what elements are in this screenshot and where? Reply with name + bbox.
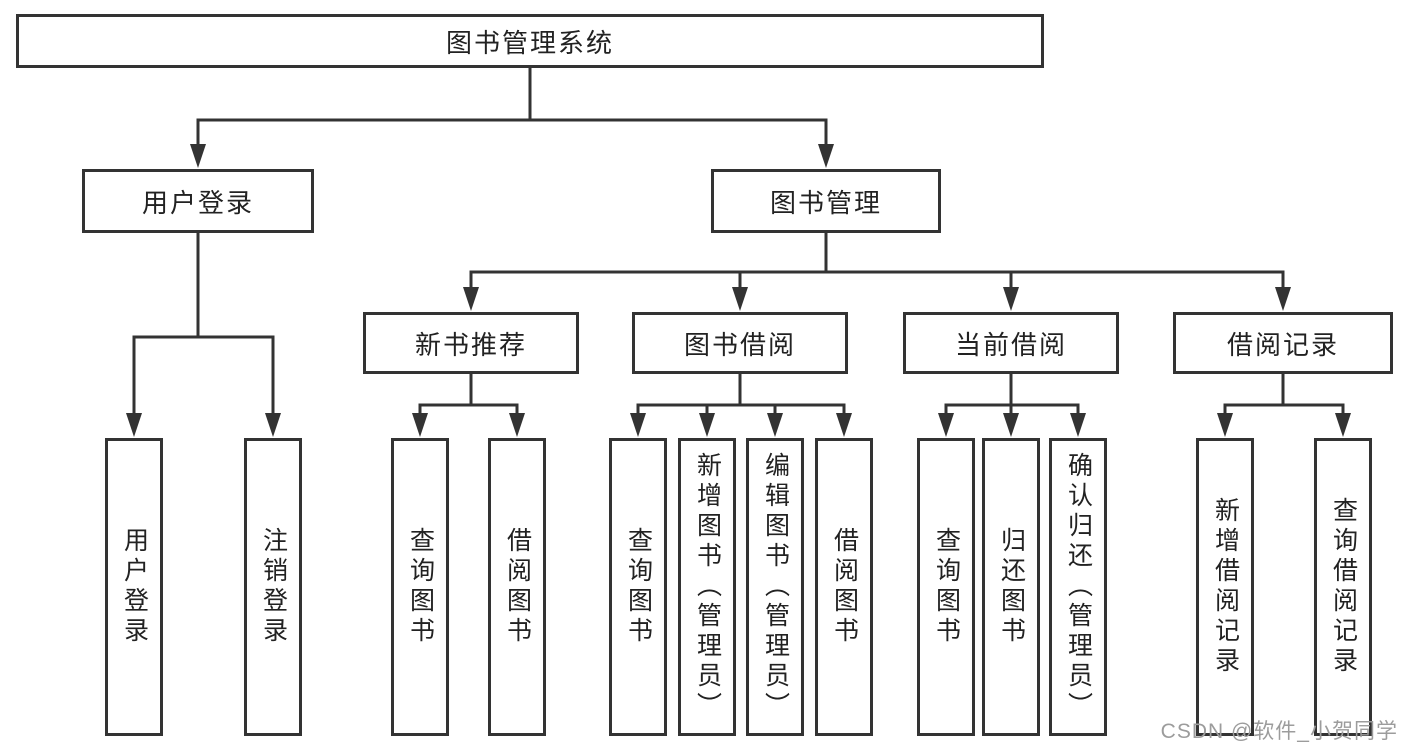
connector-root	[196, 66, 828, 150]
connector-current	[944, 372, 1080, 419]
leaf-records-query-label: 查询借阅记录	[1329, 497, 1358, 677]
node-root: 图书管理系统	[16, 14, 1044, 68]
node-new-book-rec-label: 新书推荐	[414, 329, 527, 360]
node-user-login: 用户登录	[82, 169, 314, 233]
connector-book-mgmt	[469, 231, 1285, 293]
leaf-newbook-query-books-label: 查询图书	[406, 527, 435, 647]
connector-records	[1223, 372, 1345, 419]
leaf-newbook-query-books: 查询图书	[391, 438, 449, 736]
leaf-current-query-books: 查询图书	[917, 438, 975, 736]
leaf-borrow-query-books-label: 查询图书	[624, 527, 653, 647]
node-user-login-label: 用户登录	[141, 187, 254, 218]
node-book-mgmt-label: 图书管理	[769, 187, 882, 218]
node-book-borrow: 图书借阅	[632, 312, 848, 374]
leaf-borrow-edit-books: 编辑图书（管理员）	[746, 438, 804, 736]
connector-user-login	[132, 231, 275, 419]
leaf-logout-label: 注销登录	[259, 527, 288, 647]
leaf-borrow-add-books-label: 新增图书（管理员）	[693, 452, 722, 722]
leaf-borrow-query-books: 查询图书	[609, 438, 667, 736]
connector-new-book	[418, 372, 519, 419]
node-current-borrow: 当前借阅	[903, 312, 1119, 374]
leaf-records-add-label: 新增借阅记录	[1211, 497, 1240, 677]
leaf-user-login-label: 用户登录	[120, 527, 149, 647]
leaf-current-confirm-return-label: 确认归还（管理员）	[1064, 452, 1093, 722]
leaf-logout: 注销登录	[244, 438, 302, 736]
node-root-label: 图书管理系统	[445, 27, 614, 58]
leaf-borrow-add-books: 新增图书（管理员）	[678, 438, 736, 736]
arrowheads	[126, 144, 1351, 437]
leaf-borrow-borrow-books: 借阅图书	[815, 438, 873, 736]
leaf-borrow-borrow-books-label: 借阅图书	[830, 527, 859, 647]
csdn-watermark: CSDN @软件_小贺同学	[1160, 720, 1398, 743]
leaf-current-return-books: 归还图书	[982, 438, 1040, 736]
leaf-records-query: 查询借阅记录	[1314, 438, 1372, 736]
leaf-current-return-books-label: 归还图书	[997, 527, 1026, 647]
node-borrow-records-label: 借阅记录	[1226, 329, 1339, 360]
node-current-borrow-label: 当前借阅	[954, 329, 1067, 360]
leaf-records-add: 新增借阅记录	[1196, 438, 1254, 736]
leaf-newbook-borrow-books: 借阅图书	[488, 438, 546, 736]
node-borrow-records: 借阅记录	[1173, 312, 1393, 374]
leaf-newbook-borrow-books-label: 借阅图书	[503, 527, 532, 647]
leaf-current-confirm-return: 确认归还（管理员）	[1049, 438, 1107, 736]
leaf-user-login: 用户登录	[105, 438, 163, 736]
node-new-book-rec: 新书推荐	[363, 312, 579, 374]
node-book-borrow-label: 图书借阅	[683, 329, 796, 360]
leaf-borrow-edit-books-label: 编辑图书（管理员）	[761, 452, 790, 722]
node-book-mgmt: 图书管理	[711, 169, 941, 233]
leaf-current-query-books-label: 查询图书	[932, 527, 961, 647]
connector-borrow	[636, 372, 846, 419]
